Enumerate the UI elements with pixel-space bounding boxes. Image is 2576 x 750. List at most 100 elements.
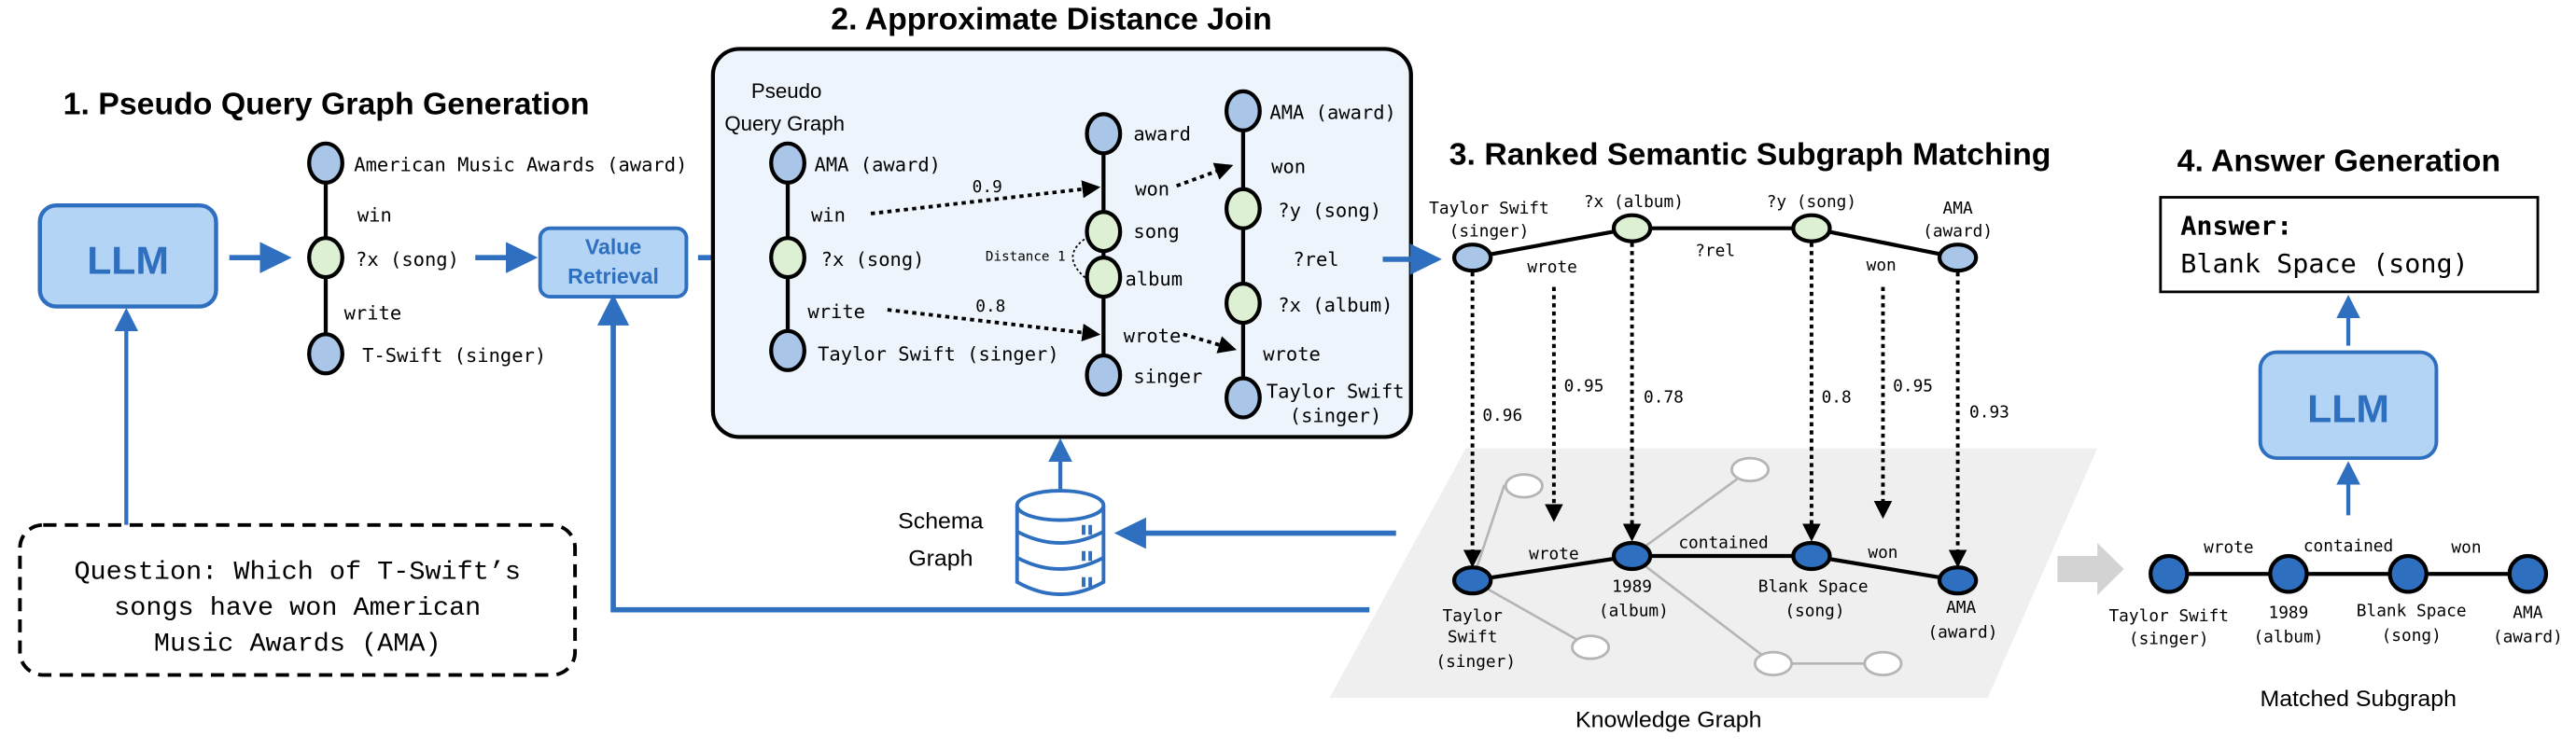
- node-label: ?x (song): [356, 248, 459, 271]
- question-text: Question: Which of T-Swift’s: [74, 559, 521, 588]
- edge-label: won: [1135, 178, 1169, 201]
- edge-label: won: [2451, 539, 2481, 558]
- graph-node: [1611, 213, 1653, 243]
- node-label: AMA: [1946, 599, 1977, 618]
- node-label: song: [1133, 220, 1179, 243]
- node-label: (award): [1927, 624, 1997, 643]
- node-label: ?x (song): [821, 248, 925, 271]
- node-label: (song): [1785, 603, 1844, 621]
- node-label: award: [1133, 122, 1191, 145]
- pseudo-graph-label: Query Graph: [724, 112, 845, 135]
- value-retrieval-label: Value: [585, 235, 641, 259]
- node-label: ?y (song): [1767, 193, 1856, 212]
- edge-label: wrote: [1529, 546, 1579, 564]
- edge-label: won: [1271, 155, 1306, 177]
- section1-title: 1. Pseudo Query Graph Generation: [63, 88, 590, 122]
- pseudo-graph-label: Pseudo: [751, 79, 821, 103]
- edge-label: wrote: [2204, 539, 2254, 558]
- graph-node: [307, 332, 344, 376]
- node-label: ?x (album): [1278, 294, 1393, 316]
- value-retrieval-box: Value Retrieval: [538, 226, 689, 299]
- join-score: 0.9: [973, 178, 1002, 197]
- matched-subgraph: wrote contained won Taylor Swift (singer…: [2108, 537, 2562, 648]
- graph-node: [1224, 376, 1262, 420]
- match-score: 0.95: [1564, 378, 1604, 396]
- edge-label: ?rel: [1695, 243, 1735, 261]
- graph-node: [1937, 243, 1979, 273]
- node-label: T-Swift (singer): [362, 344, 546, 367]
- edge-label: write: [344, 302, 402, 325]
- matched-subgraph-label: Matched Subgraph: [2260, 687, 2457, 712]
- llm-box-input: LLM: [37, 203, 218, 309]
- node-label: singer: [1133, 366, 1202, 388]
- edge-label: wrote: [1124, 325, 1182, 347]
- graph-node: [307, 141, 344, 185]
- node-label: ?x (album): [1584, 193, 1684, 212]
- gray-arrow: [2057, 543, 2124, 595]
- llm-label: LLM: [87, 239, 169, 283]
- node-label: (award): [1923, 223, 1993, 242]
- kg-plane: [1329, 448, 2098, 699]
- match-score: 0.93: [1969, 404, 2009, 423]
- schema-graph-label: Schema: [898, 508, 984, 534]
- question-box: Question: Which of T-Swift’s songs have …: [18, 522, 578, 677]
- query-subgraph: Taylor Swift (singer) ?x (album) ?y (son…: [1429, 193, 1993, 277]
- node-label: AMA (award): [1269, 102, 1395, 124]
- node-label: 1989: [1612, 578, 1652, 597]
- graph-node: [1085, 210, 1123, 254]
- graph-node: [1085, 353, 1123, 397]
- graph-node: [1451, 243, 1493, 273]
- graph-node: [769, 141, 806, 185]
- graph-node: [1085, 256, 1123, 299]
- node-label: AMA: [1943, 200, 1974, 218]
- match-score: 0.95: [1893, 378, 1933, 396]
- graph-node: [1791, 213, 1832, 243]
- graph-node: [769, 328, 806, 372]
- schema-chain: award won song album wrote singer Distan…: [986, 112, 1202, 397]
- node-label: AMA (award): [815, 154, 941, 176]
- node-label: (singer): [2129, 631, 2209, 649]
- graph-node: [1451, 565, 1493, 596]
- node-label: (song): [2382, 627, 2442, 646]
- node-label: Blank Space: [1758, 578, 1869, 597]
- edge-label: won: [1868, 544, 1897, 562]
- kg-label: Knowledge Graph: [1575, 708, 1761, 733]
- match-score: 0.8: [1822, 389, 1852, 408]
- question-text: songs have won American: [114, 594, 481, 623]
- graph-node: [1611, 540, 1653, 572]
- arrow-kg-to-retrieval: [596, 294, 1370, 613]
- graph-node: [307, 236, 344, 280]
- node-label: 1989: [2269, 604, 2309, 623]
- section2-title: 2. Approximate Distance Join: [831, 3, 1271, 37]
- answer-label: Answer:: [2180, 211, 2292, 242]
- value-retrieval-label: Retrieval: [567, 264, 659, 288]
- node-label: (album): [2253, 629, 2323, 647]
- graph-node: [2268, 553, 2309, 594]
- node-label: album: [1125, 268, 1183, 290]
- join-arrow-write: [887, 308, 1101, 342]
- edge-label: wrote: [1527, 258, 1577, 277]
- graph-node: [2387, 553, 2429, 594]
- pseudo-query-graph: AMA (award) win ?x (song) write Taylor S…: [769, 141, 1059, 372]
- pseudo-graph-generated: American Music Awards (award) win ?x (so…: [307, 141, 687, 376]
- edge-label: ?rel: [1293, 248, 1338, 271]
- node-label: (award): [2493, 629, 2563, 647]
- section4-title: 4. Answer Generation: [2177, 145, 2501, 179]
- node-label: (singer): [1449, 223, 1530, 242]
- edge-label: wrote: [1263, 342, 1321, 365]
- graph-node: [1791, 540, 1832, 572]
- match-score: 0.78: [1644, 389, 1684, 408]
- join-arrow-wrote: [1183, 332, 1237, 354]
- section3-title: 3. Ranked Semantic Subgraph Matching: [1449, 138, 2051, 173]
- node-label: Taylor Swift (singer): [818, 342, 1059, 365]
- join-result-graph: AMA (award) won ?y (song) ?rel ?x (album…: [1224, 89, 1405, 427]
- graph-node: [1085, 112, 1123, 156]
- graph-node: [2149, 553, 2190, 594]
- graph-node: [1224, 282, 1262, 326]
- distance-arc: [1071, 235, 1089, 282]
- node-label: Swift: [1448, 629, 1498, 647]
- node-label: Taylor Swift: [1429, 200, 1549, 218]
- node-label: (singer): [1290, 405, 1382, 427]
- node-label: (singer): [1435, 653, 1516, 672]
